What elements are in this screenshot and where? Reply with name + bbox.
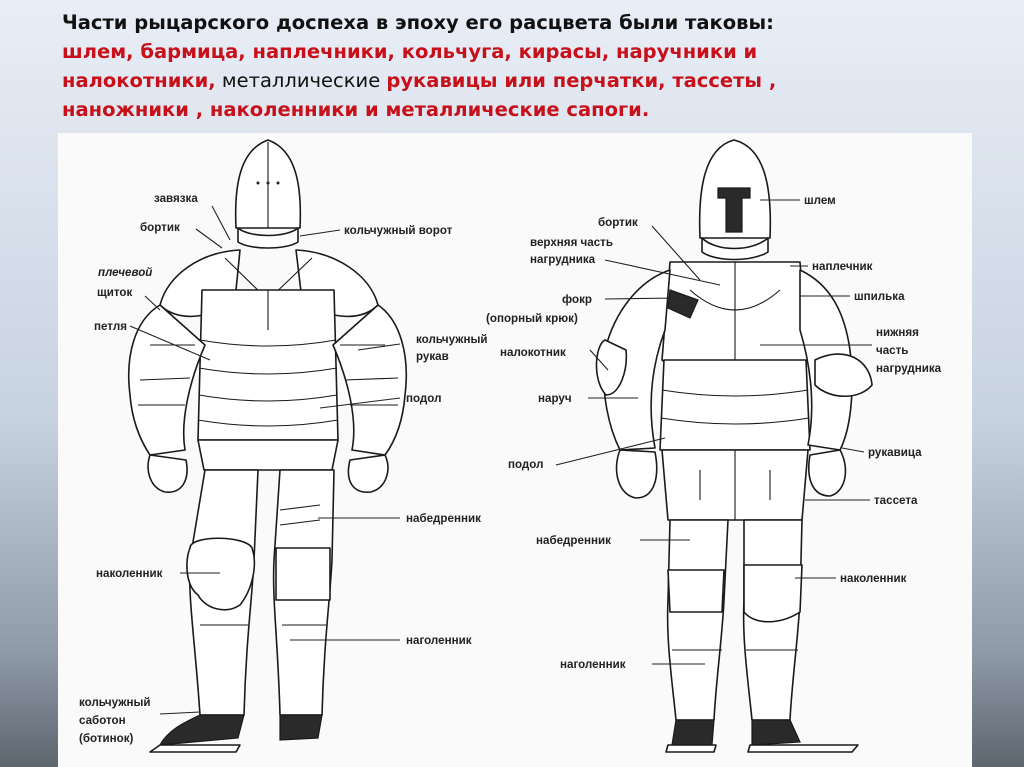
- label-front-naruch: наруч: [538, 392, 572, 405]
- label-back-kolch-rukav-1: кольчужный: [416, 333, 488, 346]
- heading-line-2: шлем, бармица, наплечники, кольчуга, кир…: [62, 40, 758, 63]
- leader-lines: [129, 199, 872, 715]
- label-back-saboton-2: саботон: [79, 714, 126, 727]
- front-arm-left: [602, 269, 671, 451]
- label-front-rukavitsa: рукавица: [868, 446, 922, 459]
- label-back-nakolennik: наколенник: [96, 567, 163, 580]
- label-back-kolch-rukav-2: рукав: [416, 350, 449, 363]
- front-visor-slit: [717, 187, 751, 233]
- label-front-nizh-3: нагрудника: [876, 362, 942, 375]
- label-back-plechevoy-2: щиток: [97, 286, 133, 299]
- label-back-petlya: петля: [94, 320, 127, 333]
- label-front-nagolennik: наголенник: [560, 658, 626, 671]
- heading-line-3: налокотники, металлические рукавицы или …: [62, 66, 1012, 95]
- label-front-fokr-2: (опорный крюк): [486, 312, 578, 325]
- label-front-nizh-1: нижняя: [876, 326, 919, 339]
- label-back-bortik: бортик: [140, 221, 180, 234]
- heading-line-1: Части рыцарского доспеха в эпоху его рас…: [62, 11, 774, 34]
- heading-line-3-c: рукавицы или перчатки, тассеты ,: [386, 69, 777, 92]
- back-arm-left: [127, 304, 206, 456]
- label-front-verh-1: верхняя часть: [530, 236, 613, 249]
- label-back-plechevoy-1: плечевой: [98, 266, 152, 279]
- back-view-knight: [127, 139, 408, 753]
- label-front-podol: подол: [508, 458, 543, 471]
- heading-text: Части рыцарского доспеха в эпоху его рас…: [62, 8, 1012, 124]
- label-back-podol: подол: [406, 392, 441, 405]
- label-back-nabedrennik: набедренник: [406, 512, 481, 525]
- label-front-shlem: шлем: [804, 194, 836, 207]
- label-back-saboton-1: кольчужный: [79, 696, 151, 709]
- heading-line-3-b: металлические: [215, 69, 387, 92]
- label-back-nagolennik: наголенник: [406, 634, 472, 647]
- label-front-naplechnik: наплечник: [812, 260, 873, 273]
- label-back-zavyazka: завязка: [154, 192, 198, 205]
- front-leg-left: [666, 519, 729, 721]
- label-back-saboton-3: (ботинок): [79, 732, 134, 745]
- label-front-nakolennik: наколенник: [840, 572, 907, 585]
- label-front-nizh-2: часть: [876, 344, 908, 357]
- label-front-verh-2: нагрудника: [530, 253, 596, 266]
- label-front-bortik: бортик: [598, 216, 638, 229]
- front-view-knight: [595, 139, 873, 753]
- label-front-fokr: фокр: [562, 293, 592, 306]
- label-front-shpilka: шпилька: [854, 290, 905, 303]
- heading-line-4: наножники , наколенники и металлические …: [62, 98, 650, 121]
- heading-line-3-a: налокотники,: [62, 69, 216, 92]
- label-front-tasseta: тассета: [874, 494, 918, 507]
- label-front-nabedrennik: набедренник: [536, 534, 611, 547]
- back-arm-right: [332, 304, 408, 456]
- label-front-nalokotnik: налокотник: [500, 346, 566, 359]
- label-back-kolch-vorot: кольчужный ворот: [344, 224, 453, 237]
